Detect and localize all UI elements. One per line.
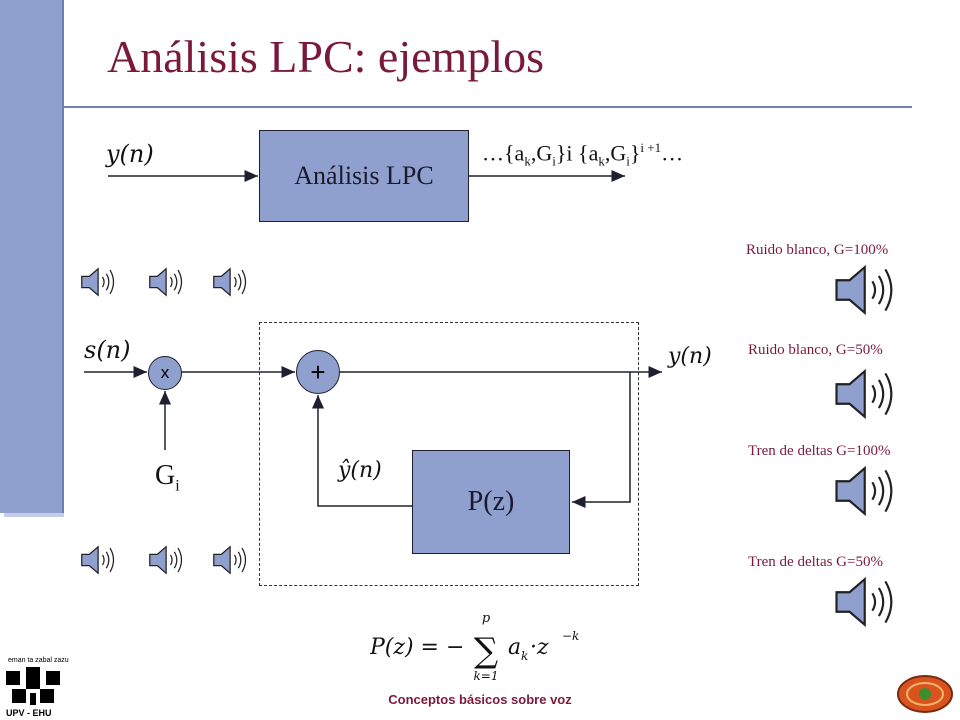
prediction-signal-label: ŷ(n) (338, 458, 382, 483)
university-logo-icon (6, 667, 60, 705)
formula-term: a (508, 635, 521, 660)
speaker-icon-bottom-1[interactable] (78, 540, 122, 580)
left-bar-shadow (4, 513, 64, 517)
gain-label: Gi (155, 460, 180, 495)
prediction-to-sum (312, 395, 412, 507)
source-signal-label: s(n) (84, 336, 131, 364)
audio-example-label-1: Ruido blanco, G=100% (746, 242, 889, 258)
university-name: UPV - EHU (6, 708, 52, 718)
speaker-icon-delta-train-100[interactable] (830, 463, 906, 519)
predictor-loop-region (259, 322, 639, 586)
speaker-icon-top-3[interactable] (210, 262, 254, 302)
lpc-analysis-block: Análisis LPC (259, 130, 469, 222)
adder-node: + (296, 350, 340, 394)
output-signal-label: y(n) (668, 344, 712, 369)
audio-example-label-2: Ruido blanco, G=50% (748, 342, 883, 358)
formula-sigma: ∑ (474, 631, 498, 671)
speaker-icon-top-1[interactable] (78, 262, 122, 302)
multiplier-node: x (148, 356, 182, 390)
speaker-icon-bottom-2[interactable] (146, 540, 190, 580)
university-motto: eman ta zabal zazu (8, 657, 69, 664)
page-title: Análisis LPC: ejemplos (107, 31, 544, 82)
coefficient-output-label: …{ak,Gi}i {ak,Gi}i +1… (482, 140, 684, 169)
formula-lhs: P(z) = − (370, 635, 464, 660)
speaker-icon-delta-train-50[interactable] (830, 574, 906, 630)
speaker-icon-bottom-3[interactable] (210, 540, 254, 580)
speaker-icon-white-noise-50[interactable] (830, 366, 906, 422)
input-signal-label: y(n) (106, 140, 154, 168)
formula-sum-top: p (482, 611, 491, 626)
formula-term-rest: ·z (530, 635, 549, 660)
formula-sum-bottom: k=1 (474, 669, 499, 682)
feedback-to-predictor (572, 372, 631, 508)
left-decorative-bar (0, 0, 64, 513)
audio-example-label-4: Tren de deltas G=50% (748, 554, 883, 570)
group-logo-icon (897, 675, 953, 713)
formula-term-sub: k (521, 649, 528, 663)
predictor-formula: P(z) = − p ∑ k=1 a k ·z −k (370, 611, 579, 682)
predictor-block: P(z) (412, 450, 570, 554)
title-rule (64, 106, 912, 108)
formula-term-sup: −k (562, 629, 579, 643)
speaker-icon-top-2[interactable] (146, 262, 190, 302)
footer-caption: Conceptos básicos sobre voz (388, 692, 572, 707)
audio-example-label-3: Tren de deltas G=100% (748, 443, 891, 459)
speaker-icon-white-noise-100[interactable] (830, 262, 906, 318)
